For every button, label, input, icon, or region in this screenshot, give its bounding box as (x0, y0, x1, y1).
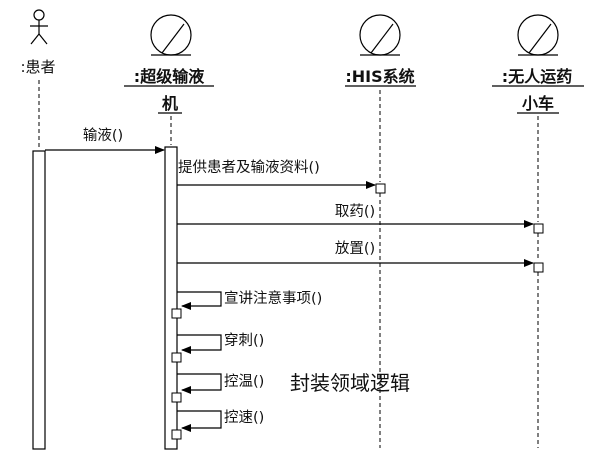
cart-receive-point-1 (533, 223, 544, 234)
entity-icon (517, 14, 559, 56)
self-message-puncture: 穿刺() (171, 332, 264, 363)
pump-activation (164, 146, 178, 450)
pump-label-line1: :超级输液 (134, 67, 205, 86)
cart-receive-point-2 (533, 262, 544, 273)
his-receive-point (375, 183, 386, 194)
his-label: :HIS系统 (345, 67, 414, 86)
actor-patient: :患者 (20, 9, 56, 76)
pump-label-line2: 机 (162, 94, 178, 113)
message-speed-label: 控速() (224, 409, 264, 426)
participant-his-system: :HIS系统 (345, 14, 416, 87)
participant-drug-cart: :无人运药 小车 (492, 14, 584, 114)
message-provide-data-label: 提供患者及输液资料() (178, 159, 320, 176)
cart-label-line1: :无人运药 (502, 67, 572, 86)
self-activation-point (171, 392, 182, 403)
patient-label: :患者 (20, 58, 55, 76)
self-message-speed: 控速() (171, 409, 264, 440)
patient-activation (32, 150, 46, 450)
cart-label-line2: 小车 (522, 94, 554, 113)
self-activation-point (171, 429, 182, 440)
self-activation-point (171, 352, 182, 363)
self-message-temperature: 控温() (171, 373, 264, 403)
message-temperature-label: 控温() (224, 373, 264, 390)
entity-icon (150, 14, 192, 56)
annotation-domain-logic: 封装领域逻辑 (290, 371, 410, 395)
self-message-explain: 宣讲注意事项() (171, 289, 322, 319)
message-place-label: 放置() (335, 240, 375, 257)
self-activation-point (171, 308, 182, 319)
message-fetch-drug-label: 取药() (335, 203, 375, 220)
entity-icon (359, 14, 401, 56)
message-puncture-label: 穿刺() (224, 332, 264, 349)
message-infuse-label: 输液() (83, 127, 123, 144)
actor-head-icon (33, 9, 45, 21)
message-explain-label: 宣讲注意事项() (224, 289, 322, 307)
participant-infusion-machine: :超级输液 机 (124, 14, 214, 114)
